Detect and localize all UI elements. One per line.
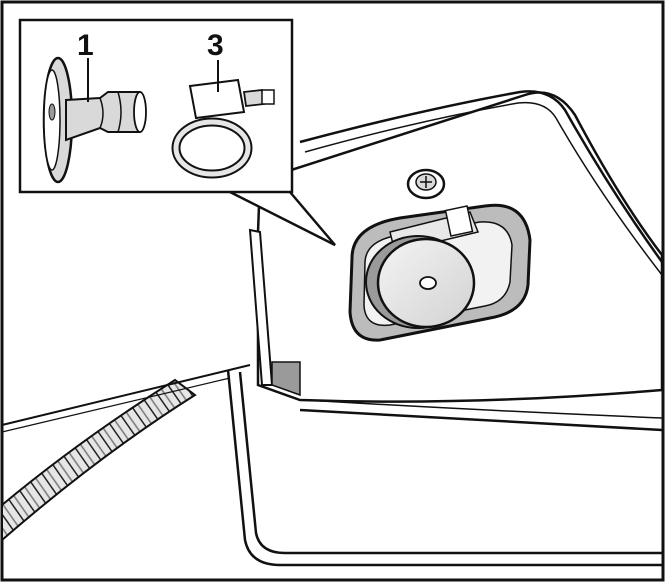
- drain-hose: [0, 378, 197, 543]
- screw: [406, 168, 446, 200]
- detail-inset: 1 3: [18, 18, 294, 194]
- part-1-connector: [42, 56, 147, 184]
- part-3-hose-clamp: [171, 78, 275, 179]
- pump-cap: [365, 235, 476, 329]
- callout-1: 1: [77, 29, 94, 62]
- base-tray: [226, 369, 663, 567]
- callout-3: 3: [207, 29, 224, 62]
- floor-edge: [1, 364, 251, 433]
- callout-pointer: [229, 190, 336, 247]
